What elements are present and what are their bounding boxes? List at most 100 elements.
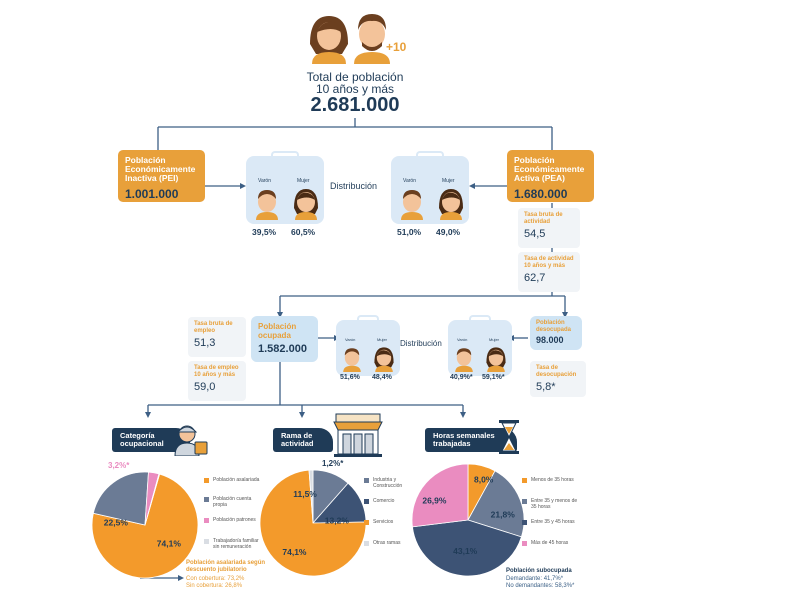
total-title-line2: 10 años y más	[315, 82, 395, 96]
legend-swatch	[364, 541, 369, 546]
rate-value: 5,8*	[536, 381, 556, 393]
desocupada-label: Población desocupada	[536, 320, 572, 333]
dist-desocupada-woman-label: Mujer	[489, 337, 500, 342]
tab-horas-semanales: Horas semanales trabajadas	[425, 428, 517, 452]
dist-desocupada-woman-pct: 59,1%*	[482, 374, 505, 381]
pie-label: 21,8%	[491, 509, 516, 519]
pie-label-outside: 3,2%*	[108, 461, 130, 470]
pei-label: Población Económicamente Inactiva (PEI)	[125, 155, 196, 183]
store-icon	[333, 413, 383, 457]
man-icon	[452, 345, 476, 377]
legend-label: Comercio	[373, 498, 395, 504]
legend-swatch	[364, 520, 369, 525]
pea-value: 1.680.000	[514, 187, 568, 201]
pie-slice	[91, 473, 199, 579]
dist-ocupada-man-label: Varón	[345, 337, 356, 342]
rate-actividad-10: Tasa de actividad 10 años y más 62,7	[518, 252, 580, 292]
note-asalariada-line2: Sin cobertura: 26,8%	[186, 583, 243, 589]
pie-categoria: 74,1% 22,5%	[91, 471, 199, 579]
pie-label: 13,2%	[325, 515, 350, 525]
woman-icon	[484, 345, 508, 377]
desocupada-box: Población desocupada 98.000	[530, 316, 582, 350]
pie-label: 8,0%	[474, 475, 494, 485]
dist-ocupada-woman-label: Mujer	[377, 337, 388, 342]
dist-pea-woman-label: Mujer	[442, 178, 455, 184]
pie-slice	[411, 519, 522, 577]
pie-label-outside: 1,2%*	[322, 459, 344, 468]
pie-horas: 8,0% 21,8% 43,1% 26,9%	[411, 463, 525, 577]
legend-label: Entre 35 y 45 horas	[531, 519, 575, 525]
legend-label: Servicios	[373, 519, 394, 525]
legend-label: Población asalariada	[213, 477, 260, 483]
legend-swatch	[204, 518, 209, 523]
rate-label: Tasa bruta de empleo	[194, 321, 233, 334]
rate-bruta-actividad: Tasa bruta de actividad 54,5	[518, 208, 580, 248]
woman-icon	[436, 186, 466, 225]
rate-value: 54,5	[524, 228, 546, 240]
legend-label: Población cuenta propia	[213, 496, 252, 508]
distribution-label-mid: Distribución	[400, 339, 442, 348]
dist-desocupada-man-pct: 40,9%*	[450, 374, 473, 381]
pie-label: 22,5%	[104, 517, 129, 527]
total-title: Total de población 10 años y más	[280, 71, 430, 95]
legend-label: Otras ramas	[373, 540, 401, 546]
pea-box: Población Económicamente Activa (PEA) 1.…	[507, 150, 594, 202]
ocupada-box: Población ocupada 1.582.000	[251, 316, 318, 362]
dist-pei-woman-pct: 60,5%	[291, 227, 316, 237]
rate-value: 59,0	[194, 381, 216, 393]
dist-pei-man-label: Varón	[258, 178, 271, 184]
legend-label: Más de 45 horas	[531, 540, 569, 546]
legend-swatch	[364, 499, 369, 504]
worker-icon	[174, 425, 208, 456]
rate-label: Tasa de actividad 10 años y más	[524, 256, 574, 269]
man-icon	[252, 186, 282, 225]
dist-pea-woman-pct: 49,0%	[436, 227, 461, 237]
pie-label: 74,1%	[157, 539, 182, 549]
pie-label: 26,9%	[422, 495, 447, 505]
pea-label: Población Económicamente Activa (PEA)	[514, 155, 585, 183]
legend-swatch	[204, 497, 209, 502]
legend-swatch	[204, 539, 209, 544]
legend-label: Entre 35 y menos de 35 horas	[531, 498, 578, 510]
rate-desocupacion: Tasa de desocupación 5,8*	[530, 361, 586, 397]
man-icon	[354, 14, 390, 64]
dist-ocupada-man-pct: 51,6%	[340, 374, 360, 381]
rate-empleo-10: Tasa de empleo 10 años y más 59,0	[188, 361, 246, 401]
dist-pei-woman-label: Mujer	[297, 178, 310, 184]
dist-desocupada-man-label: Varón	[457, 337, 468, 342]
legend-swatch	[522, 499, 527, 504]
legend-swatch	[522, 520, 527, 525]
pie-slice	[144, 473, 161, 526]
pie-slice	[92, 471, 149, 526]
legend-swatch	[204, 478, 209, 483]
dist-pea-man-label: Varón	[403, 178, 416, 184]
legend-swatch	[522, 478, 527, 483]
man-icon	[397, 186, 427, 225]
legend-swatch	[364, 478, 369, 483]
pei-value: 1.001.000	[125, 187, 179, 201]
pie-label: 74,1%	[282, 547, 307, 557]
woman-icon	[372, 345, 396, 377]
woman-icon	[291, 186, 321, 225]
dist-pei-man-pct: 39,5%	[252, 227, 277, 237]
rate-label: Tasa bruta de actividad	[524, 212, 563, 225]
rate-label: Tasa de empleo 10 años y más	[194, 365, 239, 378]
rate-label: Tasa de desocupación	[536, 365, 577, 378]
population-icon	[310, 14, 390, 64]
rate-bruta-empleo: Tasa bruta de empleo 51,3	[188, 317, 246, 357]
pie-slice	[411, 463, 469, 528]
legend-label: Menos de 35 horas	[531, 477, 574, 483]
total-value: 2.681.000	[310, 94, 400, 116]
legend-label: Industria y Construcción	[373, 477, 403, 489]
pei-box: Población Económicamente Inactiva (PEI) …	[118, 150, 205, 202]
note-asalariada-title: Población asalariada según descuento jub…	[186, 560, 266, 573]
note-asalariada-line1: Con cobertura: 73,2%	[186, 576, 245, 582]
legend-label: Población patrones	[213, 517, 256, 523]
total-title-line1: Total de población	[306, 70, 404, 84]
rate-value: 62,7	[524, 272, 546, 284]
ocupada-label: Población ocupada	[258, 322, 297, 340]
desocupada-value: 98.000	[536, 335, 564, 345]
pie-rama: 11,5%13,2%74,1%	[259, 469, 367, 577]
pie-label: 43,1%	[453, 546, 478, 556]
